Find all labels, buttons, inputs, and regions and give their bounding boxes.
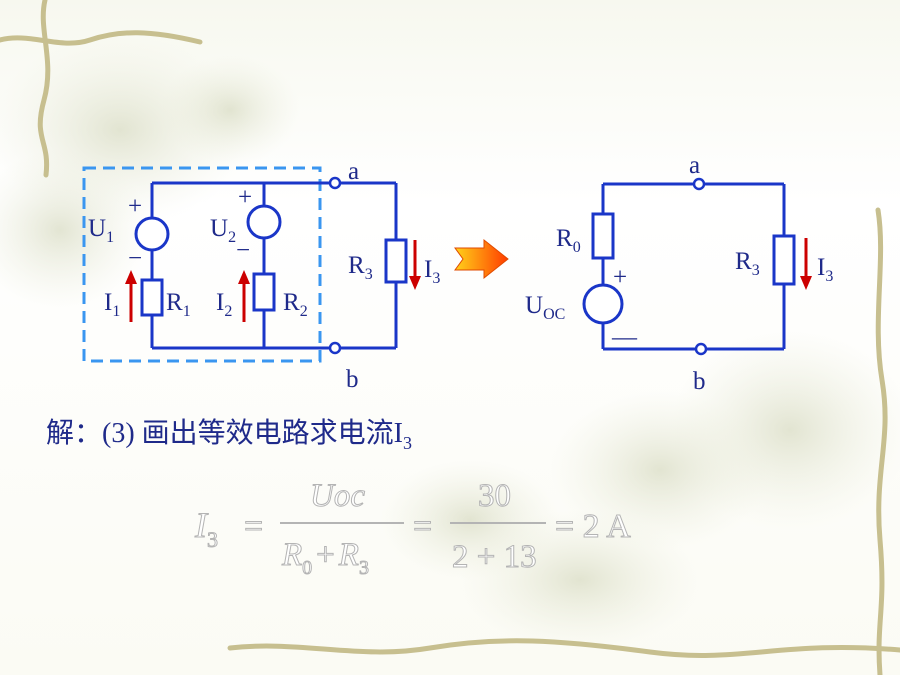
node-b-label: b [346, 366, 359, 393]
voltage-source-u2 [246, 204, 282, 240]
uoc-plus-sign: + [613, 264, 627, 291]
u1-minus-sign: − [128, 245, 142, 272]
formula-denominator-1: R0+R3 [281, 537, 369, 579]
u1-label: U1 [88, 215, 114, 246]
r2-label: R2 [283, 289, 308, 320]
i1-label: I1 [104, 289, 120, 320]
equivalent-boundary-box [82, 166, 322, 363]
formula-numerator-1: Uoc [310, 478, 365, 514]
resistor-r1 [140, 278, 164, 317]
node-b-label: b [693, 368, 706, 395]
terminal-b [694, 342, 708, 356]
r3-label: R3 [348, 252, 373, 283]
terminal-a [692, 177, 706, 191]
u2-label: U2 [210, 215, 236, 246]
i3-label: I3 [424, 256, 440, 287]
formula-denominator-2: 2 + 13 [452, 539, 537, 575]
formula-equals-1: = [244, 508, 263, 545]
equivalent-circuit: a b R0 UOC + — R3 I3 [525, 152, 833, 395]
formula-lhs: I3 [194, 505, 218, 552]
current-formula: I3 = Uoc R0+R3 = 30 2 + 13 = 2 A [194, 478, 632, 580]
u2-minus-sign: − [236, 237, 250, 264]
transform-arrow [454, 238, 509, 280]
uoc-label: UOC [525, 292, 565, 323]
resistor-r3 [384, 238, 408, 284]
i2-label: I2 [216, 289, 232, 320]
node-a-label: a [689, 152, 700, 179]
formula-result: = 2 A [555, 508, 631, 545]
resistor-r2 [252, 272, 276, 312]
resistor-r0 [591, 212, 615, 260]
r3-label: R3 [735, 248, 760, 279]
original-circuit: a b U1 + − U2 + − I1 R1 I2 R2 R3 I3 [82, 158, 440, 393]
formula-numerator-2: 30 [478, 478, 511, 514]
node-a-label: a [348, 158, 359, 185]
voltage-source-uoc [582, 283, 624, 325]
current-arrow-i2 [238, 270, 250, 322]
current-arrow-i1 [125, 270, 137, 322]
current-arrow-i3 [800, 238, 812, 290]
terminal-a [328, 176, 342, 190]
r0-label: R0 [556, 225, 581, 256]
terminal-b [328, 341, 342, 355]
resistor-r3 [772, 234, 796, 286]
u1-plus-sign: + [128, 193, 142, 220]
formula-equals-2: = [413, 508, 432, 545]
current-arrow-i3 [409, 240, 421, 290]
i3-label: I3 [817, 254, 833, 285]
u2-plus-sign: + [238, 184, 252, 211]
solution-heading: 解：(3) 画出等效电路求电流I3 [46, 417, 412, 453]
voltage-source-u1 [134, 216, 170, 252]
uoc-minus-sign: — [611, 324, 638, 351]
r1-label: R1 [166, 289, 191, 320]
